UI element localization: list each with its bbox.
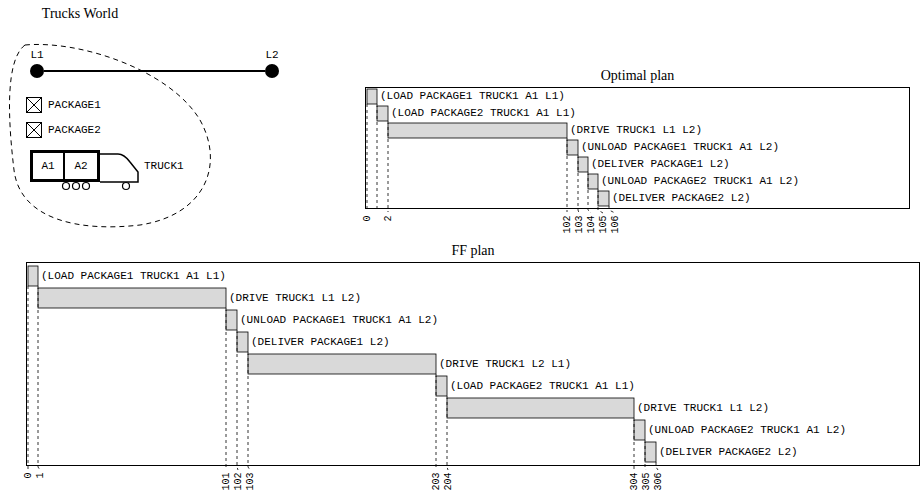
time-tick: 102 xyxy=(232,472,243,490)
plan-title: Optimal plan xyxy=(601,68,675,84)
time-tick: 101 xyxy=(220,472,231,490)
location-name: L1 xyxy=(30,49,43,62)
compartment-name: A1 xyxy=(41,160,54,173)
action-label: (LOAD PACKAGE2 TRUCK1 A1 L1) xyxy=(450,380,635,393)
package-box: PACKAGE1 xyxy=(26,97,42,113)
package-cross xyxy=(27,98,41,112)
time-tick: 104 xyxy=(585,215,596,233)
package-name: PACKAGE2 xyxy=(48,124,101,137)
gantt-bars xyxy=(28,266,656,462)
road-line xyxy=(44,70,265,72)
action-label: (LOAD PACKAGE2 TRUCK1 A1 L1) xyxy=(391,107,576,120)
action-label: (UNLOAD PACKAGE2 TRUCK1 A1 L2) xyxy=(648,424,846,437)
gantt-bars xyxy=(367,89,609,206)
action-label: (UNLOAD PACKAGE1 TRUCK1 A1 L2) xyxy=(240,314,438,327)
truck-compartment: A1 xyxy=(33,153,65,179)
time-tick: 105 xyxy=(597,215,608,233)
plan-title: FF plan xyxy=(451,243,494,259)
action-label: (LOAD PACKAGE1 TRUCK1 A1 L1) xyxy=(380,90,565,103)
package-box: PACKAGE2 xyxy=(26,122,42,138)
truck-compartment: A2 xyxy=(65,153,97,179)
time-tick: 106 xyxy=(609,215,620,233)
location-dot: L2 xyxy=(265,64,279,78)
action-label: (LOAD PACKAGE1 TRUCK1 A1 L1) xyxy=(41,270,226,283)
compartment-name: A2 xyxy=(74,160,87,173)
time-tick: 306 xyxy=(652,472,663,490)
truck-cab xyxy=(100,154,138,182)
action-label: (DRIVE TRUCK1 L2 L1) xyxy=(439,358,571,371)
time-tick: 305 xyxy=(640,472,651,490)
time-tick: 204 xyxy=(442,472,453,490)
time-tick: 0 xyxy=(22,472,33,478)
connector-layer xyxy=(44,71,265,72)
action-label: (DELIVER PACKAGE2 L2) xyxy=(612,192,751,205)
time-tick: 103 xyxy=(573,215,584,233)
package-name: PACKAGE1 xyxy=(48,99,101,112)
time-tick: 2 xyxy=(382,215,393,221)
time-tick: 203 xyxy=(430,472,441,490)
action-label: (DELIVER PACKAGE1 L2) xyxy=(251,336,390,349)
time-tick: 1 xyxy=(34,472,45,478)
time-tick: 103 xyxy=(244,472,255,490)
action-label: (DRIVE TRUCK1 L1 L2) xyxy=(229,292,361,305)
location-dot: L1 xyxy=(30,64,44,78)
action-label: (UNLOAD PACKAGE1 TRUCK1 A1 L2) xyxy=(581,141,779,154)
action-label: (DELIVER PACKAGE1 L2) xyxy=(591,158,730,171)
action-label: (DRIVE TRUCK1 L1 L2) xyxy=(570,124,702,137)
time-guides xyxy=(367,104,615,213)
truck-body: TRUCK1A1A2 xyxy=(30,150,100,182)
package-cross xyxy=(27,123,41,137)
action-label: (DRIVE TRUCK1 L1 L2) xyxy=(637,402,769,415)
time-tick: 102 xyxy=(561,215,572,233)
time-tick: 0 xyxy=(361,215,372,221)
location-name: L2 xyxy=(265,49,278,62)
time-guides xyxy=(28,286,658,470)
world-title: Trucks World xyxy=(42,6,118,22)
truck-name: TRUCK1 xyxy=(144,160,184,173)
truck-wheels xyxy=(63,183,130,190)
time-tick: 304 xyxy=(628,472,639,490)
action-label: (UNLOAD PACKAGE2 TRUCK1 A1 L2) xyxy=(601,175,799,188)
action-label: (DELIVER PACKAGE2 L2) xyxy=(659,446,798,459)
